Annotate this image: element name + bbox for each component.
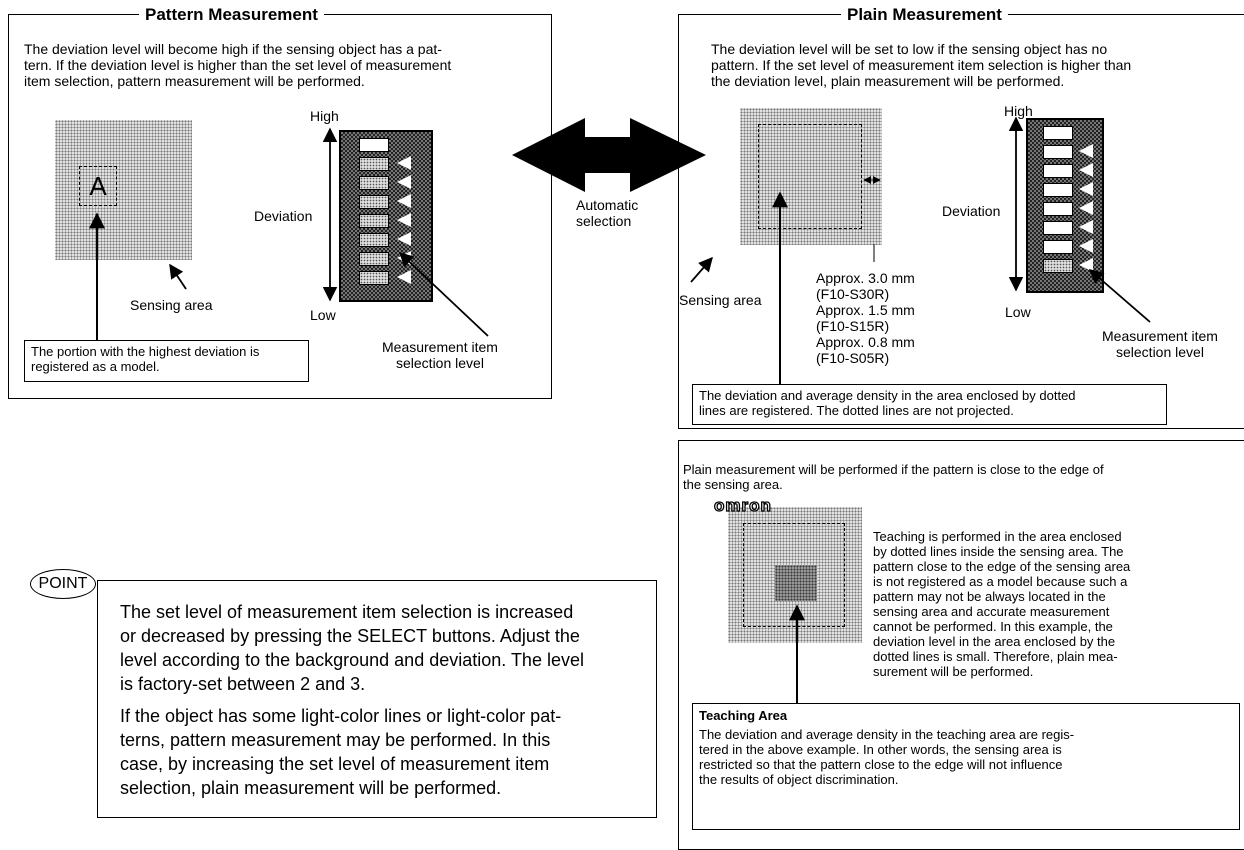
plain-description: The deviation level will be set to low i…	[711, 41, 1132, 89]
plain-teaching-region	[758, 124, 862, 229]
pattern-letter: A	[89, 171, 107, 201]
pattern-measurement-title: Pattern Measurement	[139, 5, 324, 25]
edge-teaching-region	[743, 523, 845, 627]
plain-measurement-title: Plain Measurement	[841, 5, 1008, 25]
plain-sensing-area-label: Sensing area	[679, 292, 762, 308]
edge-intro: Plain measurement will be performed if t…	[683, 462, 1104, 492]
teaching-area-title: Teaching Area	[699, 708, 788, 723]
pattern-level-label: Measurement item selection level	[382, 339, 498, 371]
pattern-low-label: Low	[310, 307, 336, 323]
pattern-sensing-area	[55, 120, 192, 260]
pattern-high-label: High	[310, 108, 339, 124]
point-box	[97, 580, 657, 818]
pattern-level-arrow	[398, 252, 489, 337]
edge-pattern-blob	[775, 565, 817, 601]
edge-explanation: Teaching is performed in the area enclos…	[873, 529, 1131, 679]
pattern-level-ladder	[339, 130, 433, 302]
pattern-sensing-arrow	[169, 263, 187, 290]
automatic-selection-label: Automatic selection	[576, 197, 639, 229]
pattern-deviation-label: Deviation	[254, 208, 313, 224]
plain-note: The deviation and average density in the…	[692, 384, 1167, 425]
plain-low-label: Low	[1005, 304, 1031, 320]
plain-level-ladder	[1026, 118, 1104, 293]
omron-logo: omron	[713, 496, 772, 515]
plain-high-label: High	[1004, 103, 1033, 119]
plain-approx-list: Approx. 3.0 mm (F10-S30R) Approx. 1.5 mm…	[816, 270, 915, 366]
pattern-model-region: A	[79, 166, 117, 206]
point-paragraph-2: If the object has some light-color lines…	[120, 706, 562, 798]
point-paragraph-1: The set level of measurement item select…	[120, 602, 584, 694]
plain-sensing-arrow	[690, 256, 713, 283]
pattern-sensing-area-label: Sensing area	[130, 297, 213, 313]
plain-sensing-area	[740, 108, 882, 245]
plain-deviation-label: Deviation	[942, 203, 1001, 219]
plain-level-label: Measurement item selection level	[1102, 328, 1218, 360]
point-badge: POINT	[30, 569, 96, 599]
teaching-area-box: Teaching Area The deviation and average …	[692, 703, 1240, 830]
pattern-description: The deviation level will become high if …	[24, 41, 452, 89]
automatic-selection-double-arrow	[512, 118, 706, 192]
plain-level-arrow	[1088, 269, 1151, 323]
pattern-model-note: The portion with the highest deviation i…	[24, 340, 309, 382]
